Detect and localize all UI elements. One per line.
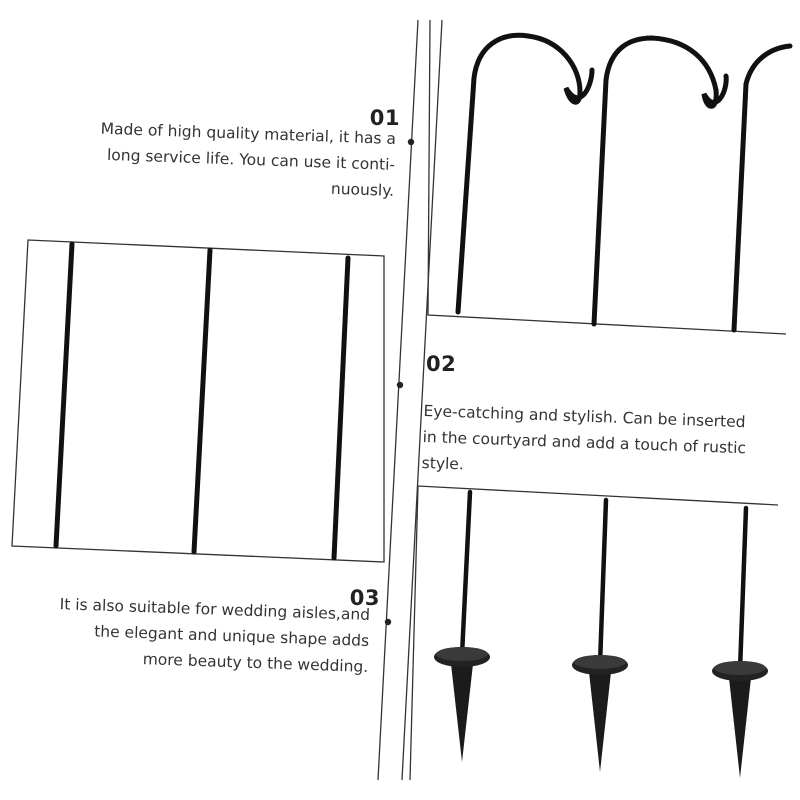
spike-stake-1 xyxy=(434,489,490,762)
spike-stakes xyxy=(434,489,768,778)
plain-rods xyxy=(53,241,351,561)
bullet-03 xyxy=(384,618,392,626)
spike-stake-2 xyxy=(572,497,628,772)
hook-stakes xyxy=(455,32,793,333)
divider-lines xyxy=(377,19,443,781)
center-divider-upper xyxy=(377,19,419,781)
feature-02-description: Eye-catching and stylish. Can be inserte… xyxy=(421,398,747,487)
rod-1 xyxy=(53,241,75,549)
hook-stake-3 xyxy=(731,43,793,333)
feature-02-number: 02 xyxy=(426,352,457,376)
bullet-02 xyxy=(396,381,404,389)
spike-stake-3 xyxy=(712,505,768,778)
bottom-right-panel-frame xyxy=(409,485,779,781)
rod-2 xyxy=(191,247,213,555)
feature-03-description: It is also suitable for wedding aisles,a… xyxy=(57,591,370,680)
top-right-panel-frame xyxy=(427,19,787,335)
feature-01-number: 01 xyxy=(369,106,400,130)
bullet-dots xyxy=(384,138,415,626)
center-divider-lower xyxy=(401,19,443,781)
middle-left-panel-frame xyxy=(11,239,385,563)
bullet-01 xyxy=(407,138,415,146)
feature-03-number: 03 xyxy=(349,586,380,610)
rod-3 xyxy=(331,255,351,561)
hook-stake-2 xyxy=(591,35,729,327)
feature-01-description: Made of high quality material, it has a … xyxy=(98,116,396,204)
hook-stake-1 xyxy=(455,32,595,315)
panel-frames xyxy=(11,19,787,781)
